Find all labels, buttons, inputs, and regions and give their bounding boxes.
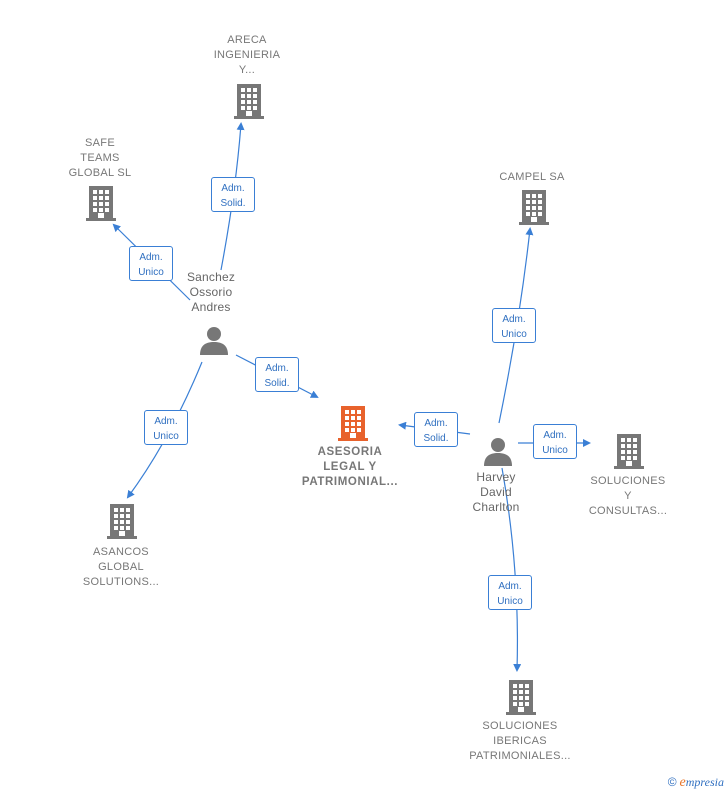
safe-building-icon[interactable]	[86, 186, 116, 221]
empresia-watermark: © empresia	[668, 775, 724, 791]
asancos-label[interactable]: ASANCOS GLOBAL SOLUTIONS...	[82, 546, 160, 588]
edge-label-sanchez-safe: Adm. Unico	[129, 246, 173, 281]
edge-label-sanchez-asancos: Adm. Unico	[144, 410, 188, 445]
areca-label[interactable]: ARECA INGENIERIA Y...	[213, 34, 281, 76]
sanchez-label[interactable]: Sanchez Ossorio Andres	[186, 270, 236, 314]
soluciones-ibericas-label[interactable]: SOLUCIONES IBERICAS PATRIMONIALES...	[469, 720, 571, 762]
soluciones-consultas-building-icon[interactable]	[614, 434, 644, 469]
harvey-person-icon[interactable]	[484, 438, 512, 466]
campel-building-icon[interactable]	[519, 190, 549, 225]
edge-label-harvey-asesoria: Adm. Solid.	[414, 412, 458, 447]
areca-building-icon[interactable]	[234, 84, 264, 119]
brand-initial: e	[679, 775, 686, 790]
edge-label-harvey-campel: Adm. Unico	[492, 308, 536, 343]
asesoria-label[interactable]: ASESORIA LEGAL Y PATRIMONIAL...	[301, 446, 399, 488]
copyright-icon: ©	[667, 775, 677, 789]
soluciones-consultas-label[interactable]: SOLUCIONES Y CONSULTAS...	[588, 475, 668, 517]
safe-label[interactable]: SAFE TEAMS GLOBAL SL	[68, 137, 132, 179]
edge-label-sanchez-asesoria: Adm. Solid.	[255, 357, 299, 392]
harvey-label[interactable]: Harvey David Charlton	[472, 470, 520, 514]
sanchez-person-icon[interactable]	[200, 327, 228, 355]
asancos-building-icon[interactable]	[107, 504, 137, 539]
campel-label[interactable]: CAMPEL SA	[499, 171, 565, 183]
edge-harvey-soluciones-ibericas	[501, 467, 522, 672]
brand-name: mpresia	[685, 775, 724, 789]
asesoria-building-icon[interactable]	[338, 406, 368, 441]
edge-label-sanchez-areca: Adm. Solid.	[211, 177, 255, 212]
edge-label-harvey-soluciones-consultas: Adm. Unico	[533, 424, 577, 459]
edge-label-harvey-soluciones-ibericas: Adm. Unico	[488, 575, 532, 610]
soluciones-ibericas-building-icon[interactable]	[506, 680, 536, 715]
